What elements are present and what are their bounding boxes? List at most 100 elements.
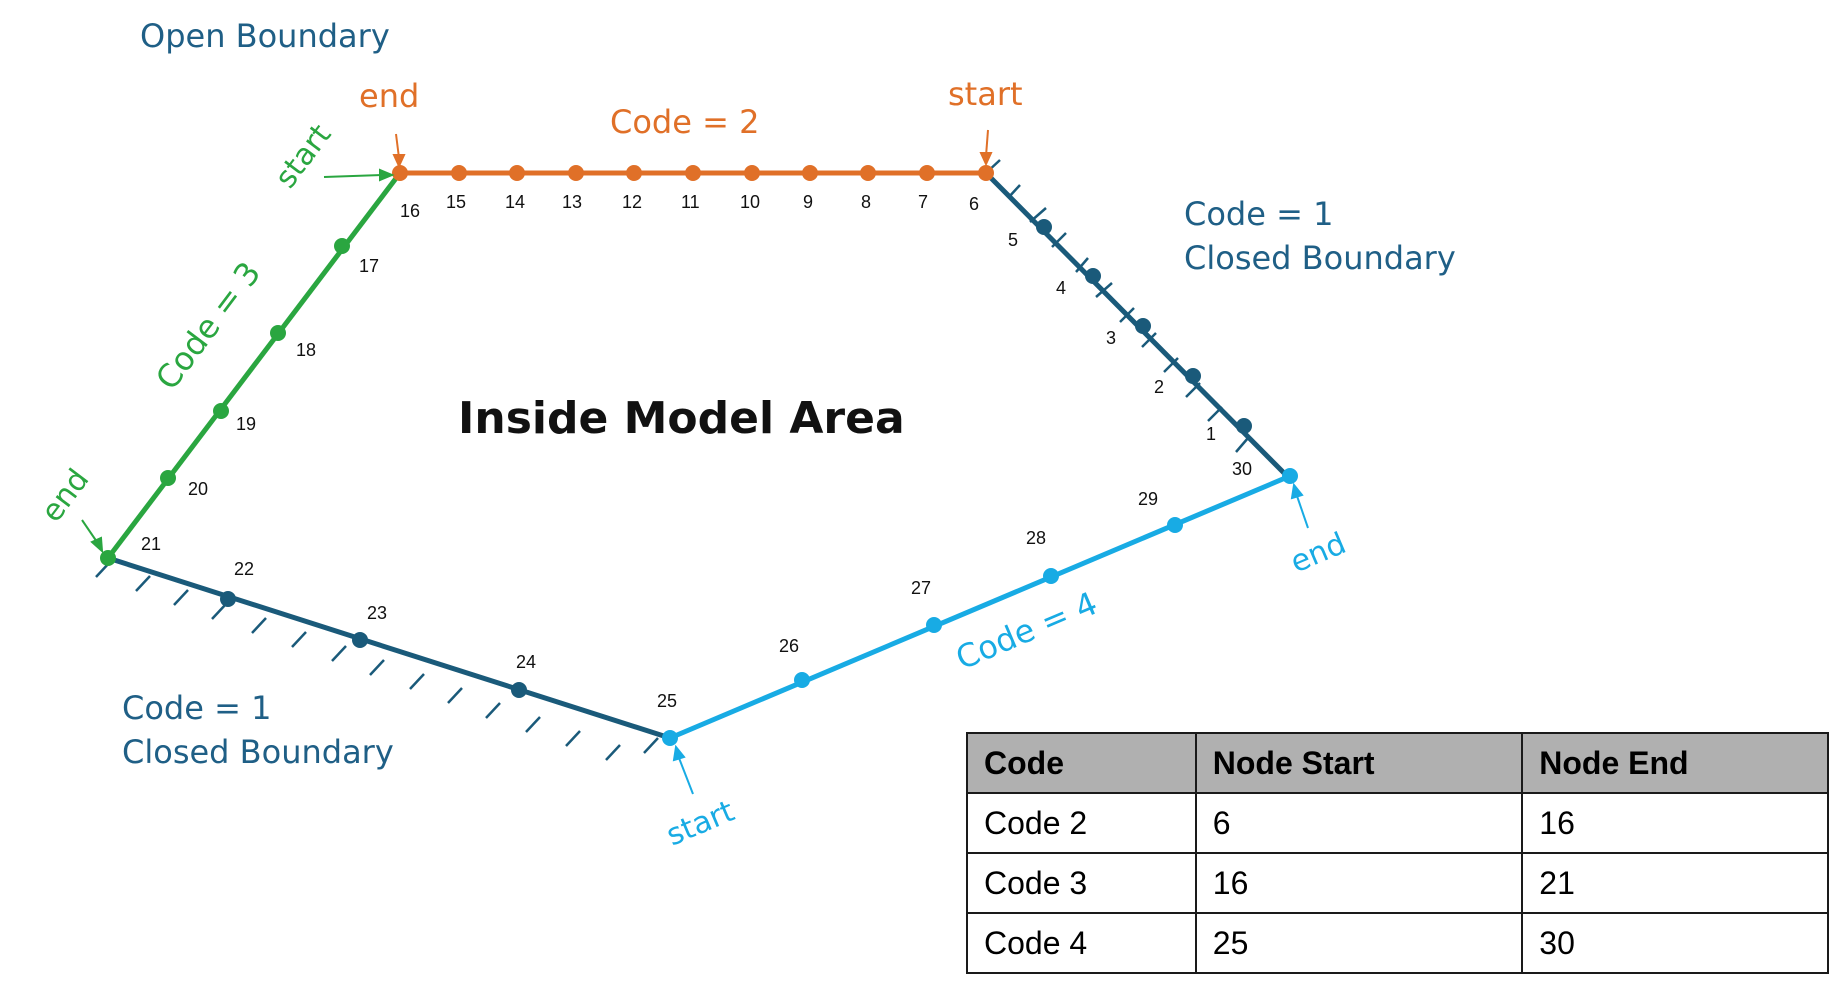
node-13 — [568, 165, 584, 181]
node-label-17: 17 — [359, 256, 379, 276]
code2-start-arrow — [979, 129, 993, 167]
node-label-28: 28 — [1026, 528, 1046, 548]
node-1 — [1236, 418, 1252, 434]
node-19 — [213, 403, 229, 419]
code-node-table: Code Node Start Node End Code 2 6 16 Cod… — [966, 732, 1829, 974]
code3-start-arrow — [323, 168, 395, 182]
node-label-6: 6 — [969, 194, 979, 214]
code4-start-arrow — [672, 744, 694, 795]
node-label-18: 18 — [296, 340, 316, 360]
node-16 — [392, 165, 408, 181]
node-7 — [919, 165, 935, 181]
node-11 — [685, 165, 701, 181]
nodes-code3 — [100, 238, 350, 566]
node-label-22: 22 — [234, 559, 254, 579]
table-cell: 6 — [1194, 792, 1524, 854]
node-label-14: 14 — [505, 192, 525, 212]
table-header-code: Code — [966, 732, 1197, 794]
node-2 — [1185, 368, 1201, 384]
table-row: Code 3 16 21 — [966, 852, 1829, 914]
node-label-5: 5 — [1008, 230, 1018, 250]
node-20 — [160, 470, 176, 486]
node-label-30: 30 — [1232, 459, 1252, 479]
node-label-15: 15 — [446, 192, 466, 212]
code2-end-arrow — [392, 133, 406, 169]
node-3 — [1135, 318, 1151, 334]
node-29 — [1167, 517, 1183, 533]
closed-left-desc-label: Closed Boundary — [122, 733, 394, 771]
nodes-code2 — [392, 165, 994, 181]
code2-label: Code = 2 — [610, 103, 759, 141]
node-label-11: 11 — [681, 192, 700, 212]
open-boundary-label: Open Boundary — [140, 17, 390, 55]
arrows — [81, 129, 1309, 795]
node-15 — [451, 165, 467, 181]
node-26 — [794, 672, 810, 688]
table-cell: 30 — [1521, 912, 1829, 974]
node-label-4: 4 — [1056, 278, 1066, 298]
code3-end-label: end — [34, 463, 96, 529]
node-label-21: 21 — [141, 534, 161, 554]
node-label-8: 8 — [861, 192, 871, 212]
node-label-9: 9 — [803, 192, 813, 212]
node-labels: 1 2 3 4 5 6 7 8 9 10 11 12 13 14 15 16 1… — [141, 192, 1252, 711]
table-header-node-end: Node End — [1521, 732, 1829, 794]
node-label-16: 16 — [400, 201, 420, 221]
code4-end-arrow — [1290, 482, 1309, 529]
closed-right-code-label: Code = 1 — [1184, 195, 1333, 233]
code2-start-label: start — [948, 75, 1023, 113]
table-header-row: Code Node Start Node End — [966, 732, 1829, 794]
node-label-7: 7 — [918, 192, 928, 212]
code3-start-label: start — [268, 118, 338, 195]
table-header-node-start: Node Start — [1194, 732, 1524, 794]
node-8 — [860, 165, 876, 181]
table-cell: 21 — [1521, 852, 1829, 914]
node-10 — [744, 165, 760, 181]
code3-line — [106, 171, 402, 560]
node-label-1: 1 — [1206, 424, 1216, 444]
node-4 — [1085, 268, 1101, 284]
node-23 — [352, 632, 368, 648]
node-28 — [1043, 568, 1059, 584]
node-6 — [978, 165, 994, 181]
node-label-13: 13 — [562, 192, 582, 212]
node-label-2: 2 — [1154, 377, 1164, 397]
table-row: Code 2 6 16 — [966, 792, 1829, 854]
node-21 — [100, 550, 116, 566]
table-row: Code 4 25 30 — [966, 912, 1829, 974]
closed-left-code-label: Code = 1 — [122, 689, 271, 727]
node-12 — [626, 165, 642, 181]
node-18 — [270, 325, 286, 341]
node-25 — [662, 730, 678, 746]
node-5 — [1036, 219, 1052, 235]
node-9 — [802, 165, 818, 181]
node-label-3: 3 — [1106, 328, 1116, 348]
nodes-code4 — [662, 468, 1298, 746]
node-label-10: 10 — [740, 192, 760, 212]
node-label-29: 29 — [1138, 489, 1158, 509]
table-cell: Code 3 — [966, 852, 1197, 914]
node-22 — [220, 591, 236, 607]
code3-label: Code = 3 — [148, 255, 268, 397]
closed-right-desc-label: Closed Boundary — [1184, 239, 1456, 277]
node-label-12: 12 — [622, 192, 642, 212]
node-14 — [509, 165, 525, 181]
node-17 — [334, 238, 350, 254]
table-cell: 16 — [1194, 852, 1524, 914]
node-24 — [511, 682, 527, 698]
code4-label: Code = 4 — [950, 584, 1102, 677]
code4-end-label: end — [1285, 526, 1351, 580]
node-label-24: 24 — [516, 652, 536, 672]
node-label-19: 19 — [236, 414, 256, 434]
node-27 — [926, 617, 942, 633]
code3-end-arrow — [81, 519, 104, 554]
table-cell: 25 — [1194, 912, 1524, 974]
node-label-23: 23 — [367, 603, 387, 623]
closed-boundary-left-hatch — [95, 561, 659, 761]
inside-model-area-title: Inside Model Area — [458, 393, 905, 444]
code4-start-label: start — [661, 794, 739, 854]
node-label-25: 25 — [657, 691, 677, 711]
table-cell: 16 — [1521, 792, 1829, 854]
node-label-27: 27 — [911, 578, 931, 598]
